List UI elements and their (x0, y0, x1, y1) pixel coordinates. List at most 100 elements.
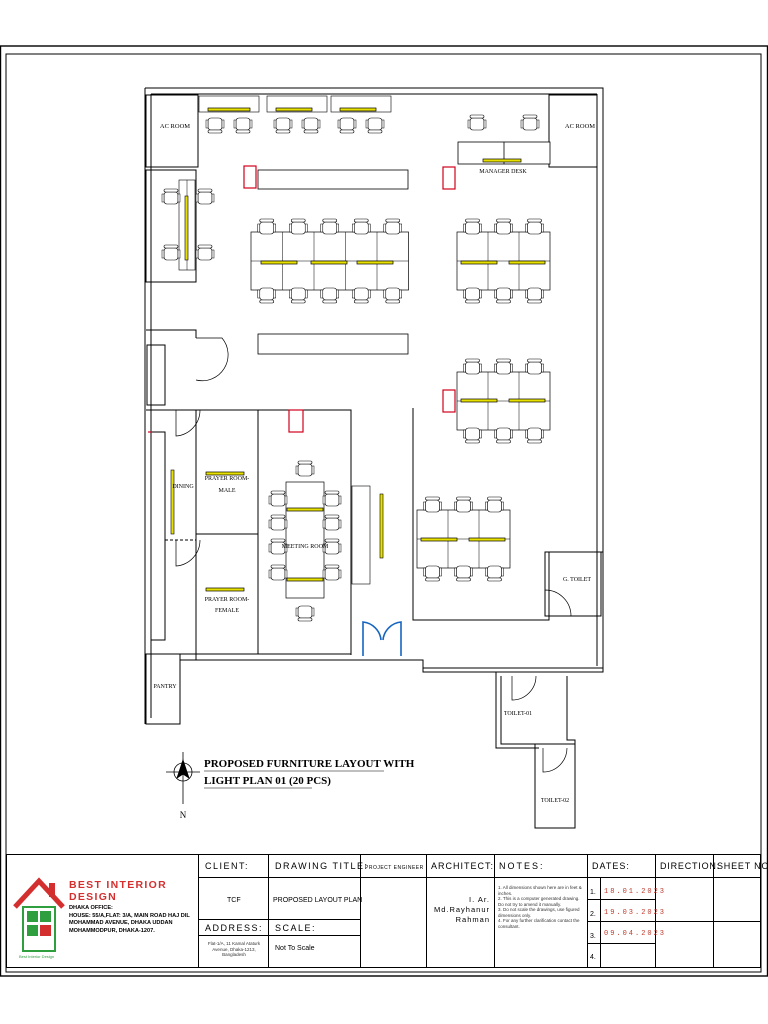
chair-arm (337, 119, 341, 129)
chair-seat (303, 117, 319, 131)
chair-arm (338, 543, 342, 553)
office-line-2: MOHAMMAD AVENUE, DHAKA UDDAN (69, 920, 173, 926)
chair-back (465, 218, 480, 223)
chair-arm (336, 289, 339, 299)
chair-back (324, 490, 340, 495)
chair-seat (456, 499, 471, 513)
light-fixture (170, 469, 175, 535)
chair-arm (479, 363, 482, 373)
chair-arm (322, 543, 326, 553)
notes-list: 1. All dimensions shown here are in feet… (498, 885, 586, 929)
dining-label: DINING (172, 484, 194, 490)
chair-arm (268, 495, 272, 505)
architect-line-3: Rahman (455, 915, 490, 924)
light-fixture (339, 107, 377, 112)
chair (494, 218, 513, 235)
office-line-3: MOHAMMODPUR, DHAKA-1207. (69, 927, 155, 934)
note-3: 3. Do not scale the drawings, use figure… (498, 907, 580, 918)
light-fixture (286, 577, 324, 582)
cabinets (257, 141, 551, 355)
chair-back (339, 129, 355, 134)
chair-arm (289, 119, 293, 129)
prayer-female-label-1: PRAYER ROOM- (205, 597, 250, 603)
chair-seat (290, 221, 306, 235)
chair-back (465, 358, 480, 363)
chair-seat (270, 567, 286, 581)
chair-arm (501, 567, 504, 577)
light-fixture (356, 260, 394, 265)
pantry-label: PANTRY (153, 684, 177, 690)
chair-arm (463, 289, 466, 299)
date-row-4-num: 4. (590, 954, 596, 961)
chair-arm (494, 289, 497, 299)
light-fixture (207, 107, 251, 112)
date-row-1: 18.01.2023 (604, 888, 667, 896)
chair (322, 514, 342, 531)
chair-arm (352, 223, 355, 233)
chair-arm (311, 607, 315, 617)
chair (494, 427, 513, 444)
chair-back (456, 496, 471, 501)
chair-arm (423, 567, 426, 577)
chair-arm (233, 119, 237, 129)
light-fixture (275, 107, 313, 112)
chair (161, 244, 181, 261)
client-label: CLIENT: (205, 861, 250, 871)
walls (144, 87, 604, 829)
chair (463, 218, 482, 235)
chair-arm (383, 289, 386, 299)
chair-arm (320, 223, 323, 233)
chair-seat (527, 221, 542, 235)
light-fixture (205, 587, 245, 592)
chair-arm (338, 519, 342, 529)
entrance-glass-door (362, 621, 402, 656)
ac-room-left-label: AC ROOM (160, 123, 190, 130)
chair-seat (425, 499, 440, 513)
chair-seat (496, 287, 511, 301)
plan-title-line-1: PROPOSED FURNITURE LAYOUT WITH (204, 758, 415, 770)
chair-seat (259, 221, 275, 235)
light-fixtures (170, 107, 546, 592)
chair-arm (211, 193, 215, 203)
chair (273, 117, 293, 134)
chair-back (235, 129, 251, 134)
chair-back (297, 460, 313, 465)
light-fixture (460, 260, 498, 265)
chair-arm (520, 119, 524, 129)
drawing-title-label: DRAWING TITLE: (275, 861, 369, 871)
chair (423, 565, 442, 582)
chair-arm (177, 249, 181, 259)
chair-seat (527, 287, 542, 301)
chair-back (527, 218, 542, 223)
chair (352, 218, 371, 235)
wall-markers (148, 165, 456, 433)
chair (289, 287, 308, 304)
chair-back (207, 129, 223, 134)
chair-seat (527, 361, 542, 375)
chair (383, 218, 402, 235)
chair-back (270, 490, 286, 495)
chair-arm (305, 289, 308, 299)
date-row-1-num: 1. (590, 889, 596, 896)
office-line-1: HOUSE: 55/A,FLAT: 3/A, MAIN ROAD HAJ DIL (69, 912, 190, 919)
note-1: 1. All dimensions shown here are in feet… (498, 885, 582, 896)
chair-back (163, 244, 179, 249)
light-fixture (310, 260, 348, 265)
chair (205, 117, 225, 134)
chair-arm (470, 567, 473, 577)
chair (454, 496, 473, 513)
chair-seat (270, 517, 286, 531)
architect-cell: ARCHITECT: I. Ar. Md.Rayhanur Rahman (427, 855, 495, 967)
chair (233, 117, 253, 134)
chair-arm (257, 289, 260, 299)
chair (301, 117, 321, 134)
chair-back (469, 114, 485, 119)
chair-back (385, 218, 401, 223)
light-fixture (260, 260, 298, 265)
chair-back (259, 218, 275, 223)
chair-back (522, 114, 538, 119)
client-cell: CLIENT: TCF ADDRESS: Flat-1/A, 11 Kamal … (199, 855, 269, 967)
chair-arm (525, 429, 528, 439)
chair-back (496, 299, 511, 304)
light-fixture (508, 398, 546, 403)
